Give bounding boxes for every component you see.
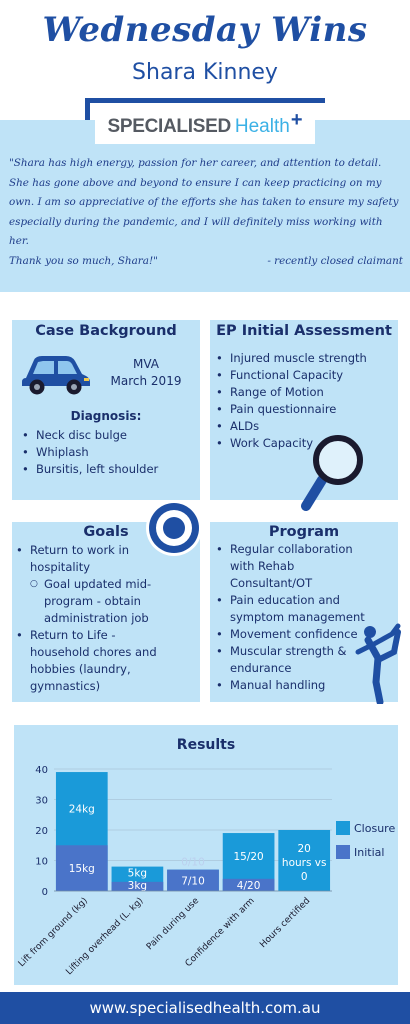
list-item: Movement confidence [216, 626, 366, 643]
x-tick-label: Hours certified [258, 896, 312, 950]
data-label: 5kg [128, 868, 147, 880]
case-date: March 2019 [110, 374, 182, 388]
list-item: Pain questionnaire [216, 401, 396, 418]
target-icon [146, 500, 202, 556]
data-label: 0 [301, 871, 308, 883]
logo-frame-edge [85, 98, 90, 120]
list-item: Manual handling [216, 677, 366, 694]
logo-plus-icon: + [290, 108, 303, 131]
testimonial-quote: "Shara has high energy, passion for her … [9, 154, 405, 271]
list-subitem: Goal updated mid-program - obtain admini… [16, 576, 164, 627]
data-label: 7/10 [181, 875, 205, 887]
quote-closing-row: Thank you so much, Shara!" - recently cl… [9, 252, 403, 272]
goals-list: Return to work in hospitality Goal updat… [16, 542, 164, 695]
car-icon [22, 356, 90, 395]
list-item: Bursitis, left shoulder [22, 461, 198, 478]
case-background-title: Case Background [35, 323, 177, 339]
y-tick-label: 30 [35, 796, 48, 807]
chart-title: Results [177, 737, 235, 753]
list-item: Muscular strength & endurance [216, 643, 366, 677]
quote-line: "Shara has high energy, passion for her … [9, 157, 382, 169]
data-label: 15/20 [233, 851, 263, 863]
magnifying-glass-icon [301, 435, 363, 511]
list-item: ALDs [216, 418, 396, 435]
logo-frame-bar [85, 98, 325, 103]
legend-label: Initial [354, 846, 384, 859]
x-tick-label: Pain during use [145, 896, 201, 952]
list-item: Range of Motion [216, 384, 396, 401]
list-item: Pain education and symptom management [216, 592, 366, 626]
bar-initial [55, 845, 108, 891]
logo-text-bold: SPECIALISED [107, 116, 231, 137]
diagnosis-label: Diagnosis: [70, 409, 142, 423]
program-title: Program [268, 524, 340, 540]
program-box: Program Regular collaboration with Rehab… [210, 522, 398, 702]
quote-line: especially during the pandemic, and I wi… [9, 215, 383, 228]
data-label: 15kg [69, 863, 95, 875]
y-tick-label: 10 [35, 857, 48, 868]
case-mechanism: MVA [132, 357, 159, 371]
quote-line: own. I am so appreciative of the efforts… [9, 196, 399, 208]
y-tick-label: 0 [42, 887, 48, 898]
program-list: Regular collaboration with Rehab Consult… [216, 541, 366, 694]
legend-swatch [336, 845, 350, 859]
list-item: Regular collaboration with Rehab Consult… [216, 541, 366, 592]
bar-initial [222, 878, 275, 891]
quote-line: She has gone above and beyond to ensure … [9, 176, 382, 189]
list-item: Functional Capacity [216, 367, 396, 384]
diagnosis-list: Neck disc bulge Whiplash Bursitis, left … [22, 427, 198, 478]
quote-closing: Thank you so much, Shara!" [9, 254, 158, 267]
bar-initial [111, 881, 164, 891]
case-background-box: Case Background MVA March 2019 Diagnosis… [12, 320, 200, 500]
case-mechanism-block: MVA March 2019 [94, 356, 198, 390]
data-label: 0/10 [181, 857, 205, 869]
legend-label: Closure [354, 822, 395, 835]
testimonial-panel [0, 120, 410, 292]
page-subtitle: Shara Kinney [132, 60, 278, 85]
list-item: Work Capacity [216, 435, 396, 452]
stretching-person-icon [355, 623, 401, 704]
logo-text-light: Health [234, 116, 290, 137]
list-item: Return to work in hospitality [16, 542, 164, 576]
ep-assessment-list: Injured muscle strength Functional Capac… [216, 350, 396, 452]
brand-logo: SPECIALISED Health + [95, 108, 315, 144]
page-title: Wednesday Wins [42, 10, 368, 50]
quote-attribution: - recently closed claimant [267, 254, 403, 267]
y-tick-label: 20 [35, 826, 48, 837]
data-label: 20 [298, 843, 311, 855]
data-label: 4/20 [237, 880, 261, 892]
list-item: Injured muscle strength [216, 350, 396, 367]
legend-swatch [336, 821, 350, 835]
data-label: 24kg [69, 804, 95, 816]
ep-assessment-title: EP Initial Assessment [216, 323, 392, 339]
list-item: Whiplash [22, 444, 198, 461]
bar-closure [278, 830, 331, 891]
list-item: Neck disc bulge [22, 427, 198, 444]
data-label: hours vs [282, 857, 327, 869]
quote-line: her. [9, 235, 29, 247]
ep-assessment-box: EP Initial Assessment Injured muscle str… [210, 320, 398, 500]
y-tick-label: 40 [35, 765, 48, 776]
data-label: 3kg [128, 880, 147, 892]
goals-title: Goals [83, 524, 129, 540]
footer-url[interactable]: www.specialisedhealth.com.au [0, 992, 410, 1024]
bar-initial [167, 869, 219, 891]
list-item: Return to Life - household chores and ho… [16, 627, 164, 695]
